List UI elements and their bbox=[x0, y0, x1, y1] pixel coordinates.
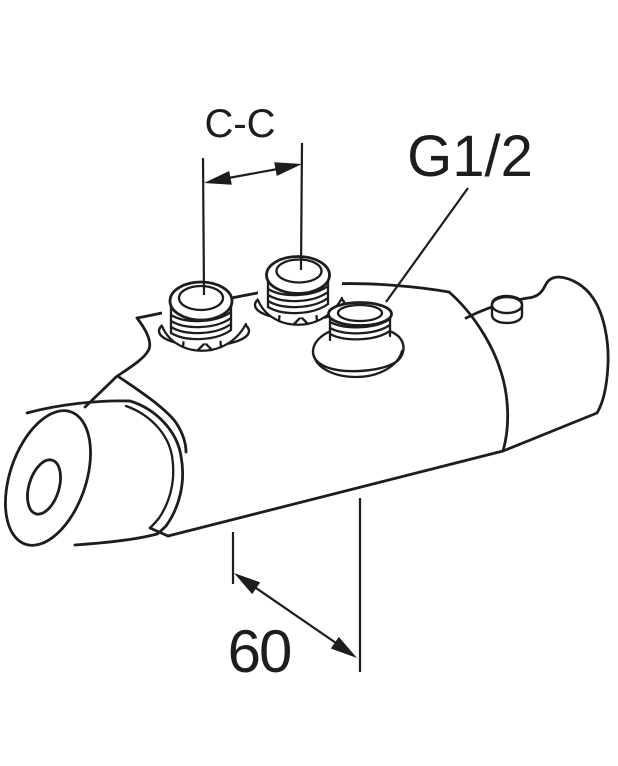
knob-right-face-outer-arc bbox=[128, 399, 185, 536]
leader-line bbox=[385, 187, 469, 303]
callout-thread-size: G1/2 bbox=[385, 124, 533, 303]
port-middle-thread-2 bbox=[266, 290, 330, 303]
port-left-thread-3 bbox=[169, 322, 233, 335]
port-middle-thread-1 bbox=[266, 284, 330, 297]
port-right-bore bbox=[336, 303, 384, 323]
port-right-boss-thickness bbox=[312, 349, 404, 379]
port-left-bore bbox=[177, 284, 225, 312]
port-right-thread-3 bbox=[328, 329, 392, 341]
port-left bbox=[157, 280, 251, 352]
body-right-face-arc bbox=[447, 290, 510, 453]
knob-bottom-edge bbox=[73, 532, 159, 547]
port-middle-thread-3 bbox=[266, 296, 330, 309]
port-left-thread-4 bbox=[169, 328, 233, 341]
body-bottom-edge bbox=[166, 449, 505, 538]
end-cap-outline bbox=[464, 275, 610, 453]
offset-arrow-line bbox=[239, 576, 353, 655]
port-middle-rim bbox=[265, 255, 331, 295]
dimension-offset-60: 60 bbox=[228, 498, 362, 685]
port-left-thread-2 bbox=[169, 316, 233, 329]
extension-line-left bbox=[201, 157, 206, 296]
port-right bbox=[311, 301, 405, 379]
body-left-fillet-curve bbox=[117, 375, 188, 454]
end-cap bbox=[464, 275, 610, 453]
inlet-ports bbox=[157, 255, 405, 379]
port-left-hex-outline bbox=[160, 322, 248, 352]
dimension-port-spacing: C-C bbox=[201, 102, 304, 296]
knob-center-hole bbox=[26, 458, 62, 516]
port-right-thread-2 bbox=[328, 323, 392, 335]
temperature-knob bbox=[4, 399, 185, 547]
port-middle bbox=[253, 255, 347, 326]
knob-top-edge bbox=[25, 399, 132, 415]
arrowhead-left bbox=[204, 171, 232, 185]
extension-line-right bbox=[299, 142, 304, 271]
knob-bottom-wedge bbox=[148, 526, 170, 538]
port-middle-bore bbox=[275, 258, 323, 284]
port-spacing-label: C-C bbox=[204, 102, 275, 146]
thread-size-label: G1/2 bbox=[407, 124, 533, 189]
port-middle-thread-4 bbox=[266, 302, 330, 315]
body-left-bracket-profile bbox=[83, 316, 152, 409]
offset-arrowhead-upper bbox=[234, 573, 261, 595]
offset-arrowhead-lower bbox=[330, 636, 357, 658]
offset-label: 60 bbox=[228, 618, 291, 685]
knob-right-face-inner-arc bbox=[124, 404, 175, 530]
arrowhead-right bbox=[274, 162, 302, 176]
cap-button-top bbox=[490, 295, 524, 315]
port-left-rim bbox=[168, 280, 234, 322]
